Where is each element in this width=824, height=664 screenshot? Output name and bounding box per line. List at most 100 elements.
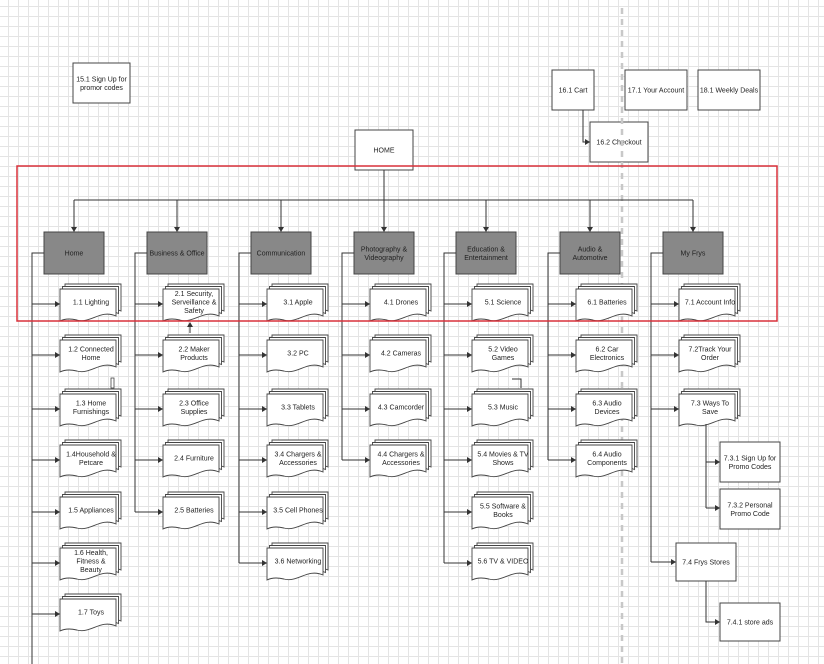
weekly-deals-box: [697, 69, 761, 111]
item-arrow-head: [158, 457, 163, 463]
item-3-5: [266, 491, 329, 530]
item-arrow-head: [262, 560, 267, 566]
item-5-2: [471, 334, 534, 373]
cart-box-label: 16.1 Cart: [559, 88, 588, 95]
item-3-6-label: 3.6 Networking: [275, 559, 322, 566]
document-page-shape: [162, 393, 220, 427]
item-7-3: [678, 388, 741, 427]
item-arrow-head: [365, 406, 370, 412]
item-4-1-label: 4.1 Drones: [384, 300, 419, 307]
home-root-box: [354, 129, 414, 171]
item-2-5-label: 2.5 Batteries: [174, 508, 214, 515]
item-2-5: [162, 491, 225, 530]
document-page-shape: [471, 547, 529, 581]
signup-promo-box: [72, 62, 131, 104]
item-arrow-head: [467, 457, 472, 463]
document-page-shape: [471, 339, 529, 373]
item-arrow-head: [262, 301, 267, 307]
business-up-arrow-head: [187, 322, 193, 327]
document-page-shape: [59, 393, 117, 427]
category-spine-line: [238, 252, 251, 563]
store-ads-box: [719, 602, 781, 642]
document-page-shape: [59, 547, 117, 581]
item-arrow-head: [55, 406, 60, 412]
document-page-shape: [266, 496, 324, 530]
item-4-4-label: 4.4 Chargers &Accessories: [377, 451, 424, 467]
item-3-4: [266, 439, 329, 478]
item-arrow-head: [365, 301, 370, 307]
item-7-1-label: 7.1 Account Info: [685, 300, 735, 307]
item-4-3-label: 4.3 Camcorder: [378, 405, 425, 412]
item-arrow-head: [365, 457, 370, 463]
personal-promo-box: [719, 488, 781, 530]
item-arrow-head: [262, 509, 267, 515]
item-5-3: [471, 388, 534, 427]
item-arrow-head: [467, 406, 472, 412]
item-1-6-label: 1.6 Health,Fitness &Beauty: [74, 550, 108, 574]
document-page-shape: [575, 339, 633, 373]
your-account-box-label: 17.1 Your Account: [628, 88, 684, 95]
home-root-box-label: HOME: [374, 148, 395, 155]
item-3-1-label: 3.1 Apple: [283, 300, 312, 307]
category-arrow-head: [483, 227, 489, 232]
document-page-shape: [266, 444, 324, 478]
item-arrow-head: [262, 352, 267, 358]
item-1-4: [59, 439, 122, 478]
item-7-2: [678, 334, 741, 373]
item-arrow-head: [715, 459, 720, 465]
category-spine-line: [443, 252, 456, 563]
item-5-1-label: 5.1 Science: [485, 300, 522, 307]
document-page-shape: [575, 444, 633, 478]
item-4-4: [369, 439, 432, 478]
category-box-1-label: Home: [65, 251, 84, 258]
item-1-7-label: 1.7 Toys: [78, 610, 104, 617]
item-1-1: [59, 283, 122, 322]
document-page-shape: [471, 393, 529, 427]
item-6-2: [575, 334, 638, 373]
item-arrow-head: [674, 301, 679, 307]
item-5-6-label: 5.6 TV & VIDEO: [478, 559, 529, 566]
item-5-4: [471, 439, 534, 478]
item-5-1: [471, 283, 534, 322]
item-arrow-head: [55, 611, 60, 617]
document-page-shape: [266, 393, 324, 427]
item-2-1: [162, 283, 225, 322]
item-arrow-head: [55, 301, 60, 307]
document-page-shape: [59, 598, 117, 632]
item-3-2-label: 3.2 PC: [287, 351, 308, 358]
category-arrow-head: [381, 227, 387, 232]
category-box-5-label: Education &Entertainment: [464, 246, 508, 262]
myfrys-spine-line: [650, 252, 663, 562]
document-page-shape: [471, 444, 529, 478]
item-3-4-label: 3.4 Chargers &Accessories: [274, 451, 321, 467]
item-5-5-label: 5.5 Software &Books: [480, 503, 526, 519]
item-3-3-label: 3.3 Tablets: [281, 405, 315, 412]
item-arrow-head: [571, 301, 576, 307]
category-spine-line: [134, 252, 147, 512]
item-arrow-head: [262, 457, 267, 463]
category-box-1: [43, 231, 105, 275]
document-page-shape: [471, 288, 529, 322]
video-games-connector-line: [512, 378, 522, 388]
item-arrow-head: [571, 406, 576, 412]
item-5-6: [471, 542, 534, 581]
item-arrow-head: [571, 457, 576, 463]
item-1-3: [59, 388, 122, 427]
document-page-shape: [678, 393, 736, 427]
frys-stores-child-line: [705, 581, 720, 623]
small-connector-shape: [110, 377, 115, 389]
item-arrow-head: [671, 559, 676, 565]
category-spine-line: [31, 252, 44, 664]
item-arrow-head: [674, 352, 679, 358]
item-3-5-label: 3.5 Cell Phones: [273, 508, 323, 515]
item-1-6: [59, 542, 122, 581]
item-arrow-head: [158, 509, 163, 515]
